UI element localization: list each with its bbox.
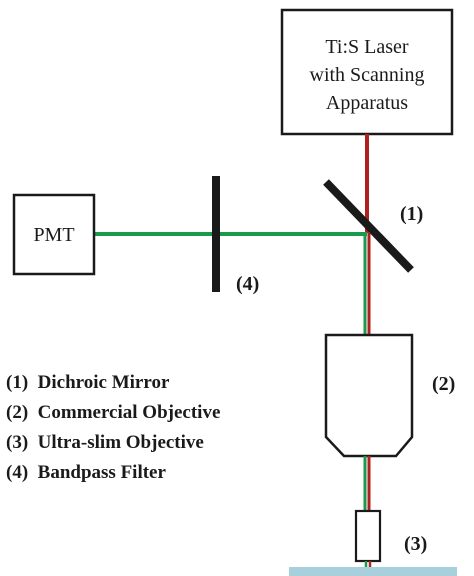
legend-item-dichroic-mirror: (1) Dichroic Mirror bbox=[6, 372, 170, 393]
legend-item-commercial-objective: (2) Commercial Objective bbox=[6, 402, 220, 423]
commercial-objective bbox=[324, 333, 414, 458]
legend: (1) Dichroic Mirror (2) Commercial Objec… bbox=[6, 372, 220, 483]
commercial-objective-marker: (2) bbox=[432, 373, 455, 395]
laser-label-line-2: with Scanning bbox=[310, 64, 425, 86]
laser-label-line-1: Ti:S Laser bbox=[325, 36, 409, 58]
laser-box: Ti:S Laser with Scanning Apparatus bbox=[280, 8, 454, 136]
bandpass-filter bbox=[212, 176, 220, 292]
dichroic-mirror bbox=[323, 179, 414, 273]
sample-surface bbox=[289, 567, 457, 576]
legend-item-ultra-slim-objective: (3) Ultra-slim Objective bbox=[6, 432, 204, 453]
laser-label-line-3: Apparatus bbox=[326, 92, 408, 114]
ultra-slim-objective bbox=[354, 509, 382, 563]
legend-item-bandpass-filter: (4) Bandpass Filter bbox=[6, 462, 166, 483]
pmt-box-outline bbox=[12, 193, 96, 276]
pmt-box: PMT bbox=[12, 193, 96, 276]
laser-box-outline bbox=[280, 8, 454, 136]
pmt-label: PMT bbox=[33, 224, 74, 246]
bandpass-filter-marker: (4) bbox=[236, 273, 259, 295]
ultra-slim-objective-marker: (3) bbox=[404, 533, 427, 555]
dichroic-mirror-marker: (1) bbox=[400, 203, 423, 225]
